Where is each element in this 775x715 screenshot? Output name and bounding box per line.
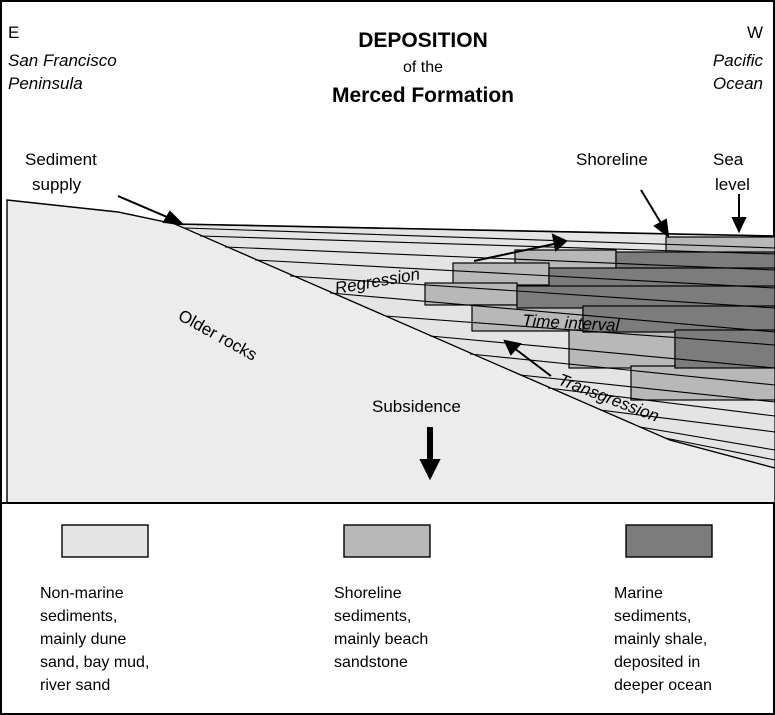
legend-swatch-shoreline [343, 524, 431, 558]
sediment-supply-arrow [117, 195, 175, 221]
legend-swatch-non-marine [61, 524, 149, 558]
legend-line: mainly beach [334, 631, 428, 648]
marine-block [674, 329, 775, 369]
regression-arrow [473, 243, 555, 262]
arrows [117, 189, 747, 481]
subsidence-arrow-shaft [427, 427, 433, 463]
legend-text-non-marine: Non-marine sediments, mainly dune sand, … [40, 585, 154, 694]
marine-block [516, 285, 775, 309]
legend-line: Shoreline [334, 585, 402, 602]
sediment-supply-label-2: supply [32, 175, 82, 194]
sediment-supply-arrowhead [162, 210, 185, 226]
legend-line: mainly shale, [614, 631, 707, 648]
transgression-arrowhead [503, 339, 522, 356]
title-line2: of the [403, 59, 443, 76]
legend-line: sand, bay mud, [40, 654, 149, 671]
shoreline-block [568, 329, 676, 369]
east-place-line1: San Francisco [8, 51, 117, 70]
sea-level-label-2: level [715, 175, 750, 194]
regression-arrowhead [551, 233, 568, 252]
sediment-supply-label-1: Sediment [25, 150, 97, 169]
legend-text-marine: Marine sediments, mainly shale, deposite… [614, 585, 712, 694]
legend-line: Marine [614, 585, 663, 602]
east-direction: E [8, 23, 19, 42]
legend: Non-marine sediments, mainly dune sand, … [40, 524, 713, 694]
legend-line: deposited in [614, 654, 700, 671]
west-direction: W [747, 23, 763, 42]
title-line1: DEPOSITION [358, 29, 488, 52]
sea-surface-line [174, 223, 775, 237]
sea-level-label-1: Sea [713, 150, 744, 169]
legend-swatch-marine [625, 524, 713, 558]
legend-line: sediments, [40, 608, 117, 625]
shoreline-label: Shoreline [576, 150, 648, 169]
legend-line: mainly dune [40, 631, 126, 648]
title-line3: Merced Formation [332, 84, 514, 107]
legend-line: sediments, [614, 608, 691, 625]
legend-line: Non-marine [40, 585, 124, 602]
legend-line: river sand [40, 677, 110, 694]
legend-line: deeper ocean [614, 677, 712, 694]
shoreline-arrow [640, 189, 665, 229]
sea-level-arrowhead [731, 217, 747, 234]
west-place-line1: Pacific [713, 51, 764, 70]
legend-line: sandstone [334, 654, 408, 671]
marine-sediment-blocks [516, 251, 775, 369]
legend-line: sediments, [334, 608, 411, 625]
marine-block [615, 251, 775, 271]
shoreline-arrowhead [653, 218, 670, 239]
west-place-line2: Ocean [713, 74, 763, 93]
bedding-lines [184, 227, 775, 461]
legend-text-shoreline: Shoreline sediments, mainly beach sandst… [334, 585, 433, 671]
shoreline-block [452, 262, 550, 286]
east-place-line2: Peninsula [8, 74, 83, 93]
transgression-arrow [513, 347, 552, 377]
subsidence-arrowhead [419, 459, 441, 481]
subsidence-label: Subsidence [372, 397, 461, 416]
